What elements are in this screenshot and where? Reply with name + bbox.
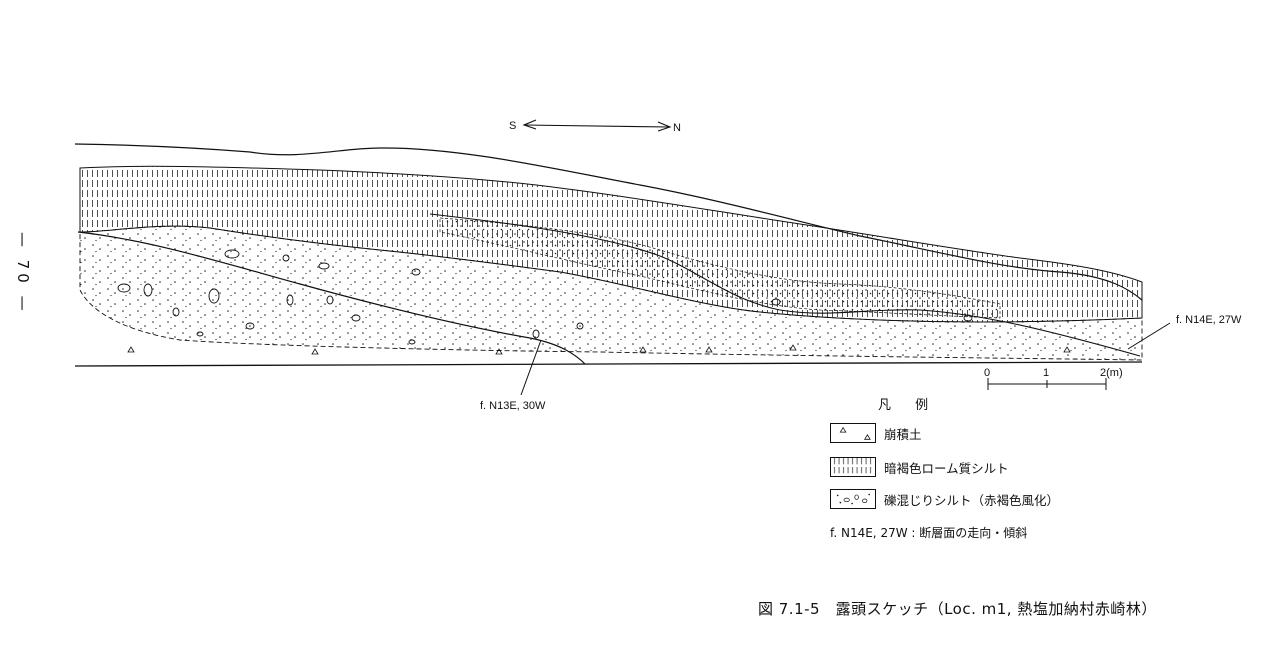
- gravel-band: [439, 217, 1001, 319]
- legend-label-gravelly-silt: 礫混じりシルト（赤褐色風化）: [884, 492, 1060, 508]
- legend-item-colluvium: 崩積土: [830, 422, 922, 444]
- legend-fault-note: f. N14E, 27W : 断層面の走向・傾斜: [830, 526, 1028, 540]
- north-label: N: [673, 122, 681, 134]
- triangles-icon: [830, 423, 876, 443]
- fault-annotation-n13e: f. N13E, 30W: [480, 339, 546, 412]
- legend-label-loam-silt: 暗褐色ローム質シルト: [884, 460, 1009, 476]
- fault-line-n14e: [429, 213, 1141, 357]
- scale-tick-1: 1: [1043, 367, 1049, 379]
- figure-caption: 図 7.1-5 露頭スケッチ（Loc. m1, 熱塩加納村赤崎林）: [758, 600, 1157, 618]
- pebbles: [117, 249, 973, 345]
- direction-arrow: S N: [509, 119, 681, 134]
- fault-annotation-n14e: f. N14E, 27W: [1127, 314, 1242, 350]
- south-label: S: [509, 120, 516, 132]
- pebble-dots-icon: [830, 489, 876, 509]
- legend-item-gravelly-silt: 礫混じりシルト（赤褐色風化）: [830, 488, 1059, 510]
- fault-label-n14e: f. N14E, 27W: [1176, 314, 1242, 326]
- colluvium-triangles: [127, 344, 1071, 355]
- scale-tick-0: 0: [984, 367, 990, 379]
- scale-tick-2: 2(m): [1100, 367, 1123, 379]
- fault-label-n13e: f. N13E, 30W: [480, 400, 546, 412]
- gravelly-silt-layer: [79, 225, 1143, 361]
- legend-item-loam-silt: 暗褐色ローム質シルト: [830, 456, 1009, 478]
- scale-bar: 0 1 2(m): [984, 367, 1123, 390]
- legend-label-colluvium: 崩積土: [884, 426, 922, 442]
- page-number: — 70 —: [14, 232, 32, 315]
- vertical-hatch-icon: [830, 457, 876, 477]
- fault-line-n13e: [77, 231, 586, 365]
- legend-title: 凡 例: [878, 398, 939, 413]
- base-line: [74, 361, 1143, 367]
